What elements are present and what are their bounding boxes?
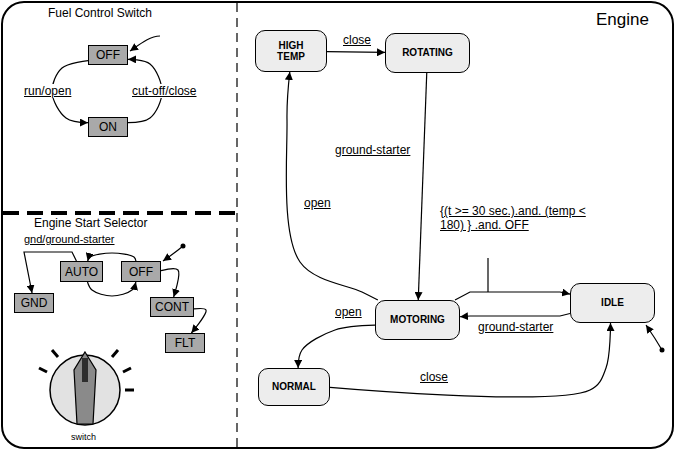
transition-label: open [302,196,333,210]
state-name: MOTORING [390,314,445,326]
state-name: OFF [129,265,153,279]
state-box: IDLE [570,283,655,323]
transition-label: run/open [22,84,73,98]
transition-label: {(t >= 30 sec.).and. (temp < 180) } .and… [438,204,592,233]
state-name: IDLE [601,297,624,309]
transition-label: cut-off/close [130,84,198,98]
transition-arrow [455,292,570,300]
transition-label: ground-starter [333,143,412,157]
region-divider [236,3,237,447]
state-name: ROTATING [402,47,453,59]
transition-label: open [333,305,364,319]
switch-position-box: AUTO [60,261,103,282]
state-box: MOTORING [375,300,460,340]
region-panel: Engine Start SelectorAUTO OFF GND CONT FLT [0,213,237,450]
switch-position-box: GND [14,293,54,313]
state-name: FLT [175,336,195,350]
region-title: Engine [596,10,649,30]
region-panel: Fuel Control SwitchOFF ON [0,0,237,213]
transition-label: ground-starter [476,320,555,334]
transition-arrow [161,269,179,297]
state-name: AUTO [65,265,98,279]
state-name: HIGH TEMP [271,40,311,63]
transition-arrow [330,323,611,397]
transition-arrow [460,314,570,317]
state-name: CONT [155,300,189,314]
state-box: ROTATING [385,33,470,73]
region-title: Engine Start Selector [34,216,147,230]
region-divider [3,211,237,215]
initial-arrow [646,325,662,350]
switch-position-box: CONT [150,297,194,317]
transition-arrow [87,282,135,296]
transition-label: gnd/ground-starter [22,233,117,246]
switch-position-box: OFF [121,261,161,282]
initial-arrow [163,246,183,261]
transition-label: close [418,370,450,384]
state-box: HIGH TEMP [255,30,327,72]
guard-tick [487,258,488,292]
transition-arrow [298,325,375,368]
transition-arrow [327,51,385,53]
switch-position-box: OFF [88,45,128,65]
state-name: NORMAL [272,381,316,393]
rotary-switch [39,350,134,425]
switch-position-box: FLT [165,333,205,353]
region-title: Fuel Control Switch [48,6,152,20]
state-name: GND [21,296,48,310]
state-name: ON [99,120,117,134]
illustration-caption: switch [71,432,96,442]
state-name: OFF [96,48,120,62]
transition-arrow [286,72,378,300]
transition-arrow [418,73,427,300]
switch-position-box: ON [88,117,128,137]
transition-arrow [88,253,136,261]
transition-label: close [341,33,373,47]
initial-arrow [130,36,160,51]
state-box: NORMAL [258,368,330,406]
